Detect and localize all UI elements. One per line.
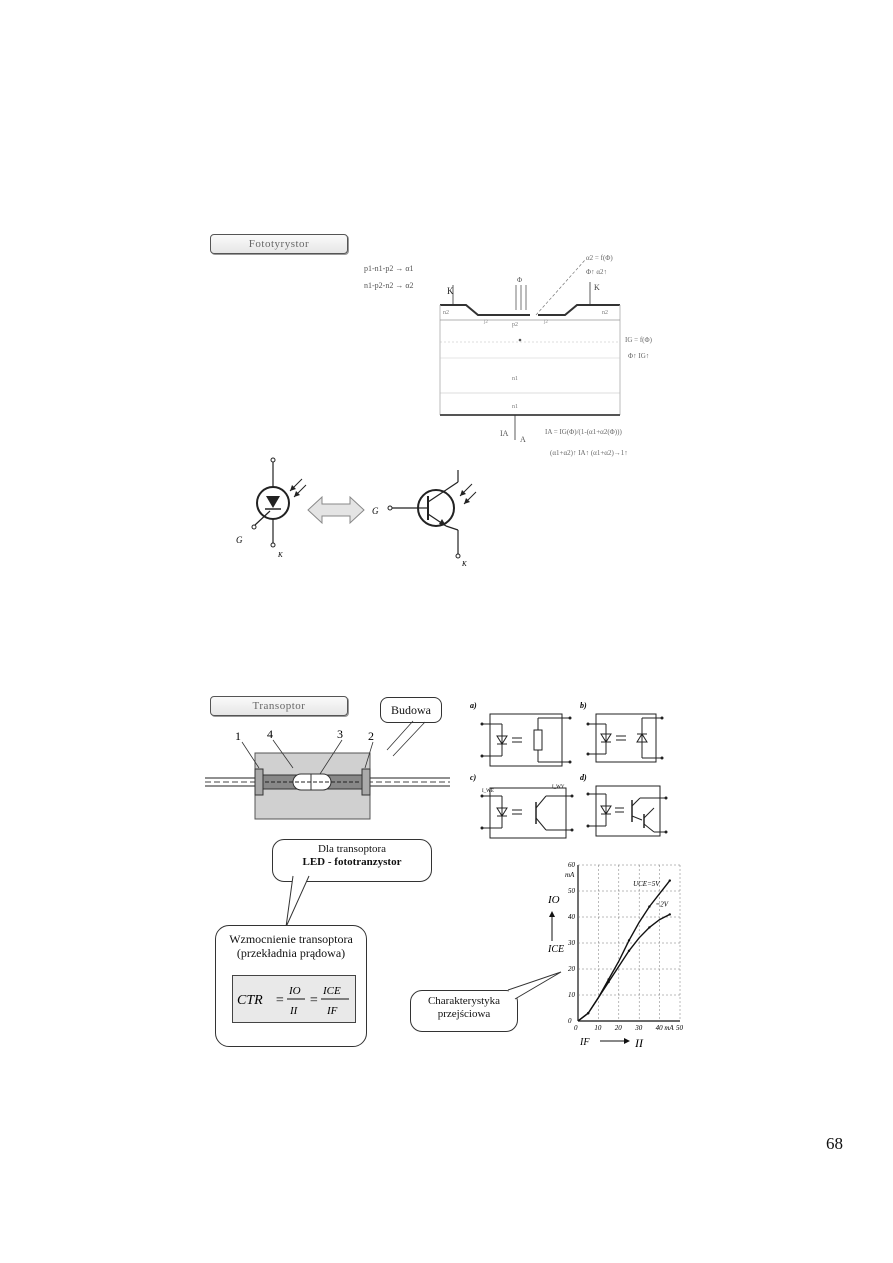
series-1-point-3 (607, 980, 610, 984)
label-phi-up: Φ↑ α2↑ (586, 268, 607, 276)
symbol-g-right: G (372, 506, 379, 516)
y-tick-30: 30 (567, 939, 576, 947)
y-tick-50: 50 (568, 887, 576, 895)
phototransistor-equivalent-symbol: G K (372, 470, 477, 568)
series-0-point-5 (627, 939, 631, 942)
x-tick-40: 40 mA (656, 1024, 675, 1032)
formula-if: IF (326, 1005, 338, 1017)
variant-d-label: d) (580, 773, 587, 782)
x-axis-label-ii: II (634, 1036, 644, 1050)
formula-ii: II (289, 1005, 299, 1017)
transoptor-construction: 1 4 3 2 (205, 720, 450, 820)
x-tick-10: 10 (594, 1024, 602, 1032)
formula-ice: ICE (322, 985, 341, 997)
formula-ctr: CTR (237, 993, 263, 1008)
fototyrystor-structure: n2 p2 n2 n1 n1 j2 j2 K Φ K α2 = f(Φ) Φ↑ … (439, 254, 653, 457)
layer-n1b: n1 (512, 404, 518, 410)
series-1-point-5 (627, 949, 631, 952)
variant-a-label: a) (470, 701, 477, 710)
label-phi: Φ (517, 276, 522, 284)
char-callout-pointer (507, 971, 562, 1000)
series-1-point-7 (648, 926, 651, 929)
led-callout-line2: LED - fototranzystor (302, 856, 402, 868)
chart-grid (577, 864, 681, 1022)
variant-b-label: b) (580, 701, 587, 710)
x-tick-20: 20 (615, 1024, 623, 1032)
variant-c-label: c) (470, 773, 477, 782)
ctr-formula: CTR = IO II = ICE IF (232, 975, 356, 1023)
gain-callout-line1: Wzmocnienie transoptora (229, 932, 353, 946)
junction-right: j2 (543, 320, 548, 325)
layer-p2: p2 (512, 322, 518, 328)
y-unit-label: mA (565, 871, 575, 879)
transoptor-title: Transoptor (210, 696, 348, 716)
layer-n1: n1 (512, 376, 518, 382)
photothyristor-symbol: G K (236, 457, 307, 559)
char-callout-line2: przejściowa (437, 1008, 491, 1020)
y-axis-label-ice: ICE (547, 944, 564, 955)
page-number: 68 (826, 1134, 843, 1153)
label-ig: IG = f(Φ) (625, 336, 653, 344)
y-tick-20: 20 (568, 965, 576, 973)
junction-left: j2 (483, 320, 488, 325)
part-label-2: 2 (368, 729, 374, 743)
formula-io: IO (288, 985, 301, 997)
label-a: A (520, 435, 526, 444)
symbol-g-left: G (236, 535, 243, 545)
series-1-point-1 (587, 1012, 590, 1015)
y-tick-60: 60 (568, 861, 576, 869)
led-phototransistor-callout: Dla transoptora LED - fototranzystor (272, 839, 432, 882)
part-label-3: 3 (337, 727, 343, 741)
series-line-1 (577, 913, 671, 1022)
equivalence-arrow-icon (307, 495, 365, 525)
label-k-right: K (594, 283, 600, 292)
symbol-k-right: K (461, 560, 467, 568)
transoptor-variants: a) b) c) d) I_WE I_WY (470, 701, 668, 839)
budowa-callout: Budowa (380, 697, 442, 723)
x-tick-30: 30 (634, 1024, 643, 1032)
label-eq1: IA = IG(Φ)/(1-(α1+α2(Φ))) (545, 428, 622, 436)
series-1-point-9 (668, 913, 671, 916)
y-axis-label-io: IO (547, 894, 560, 906)
layer-n2-right: n2 (602, 310, 608, 316)
label-ia: IA (500, 429, 509, 438)
layer-n2-left: n2 (443, 310, 449, 316)
label-eq2: (α1+α2)↑ IA↑ (α1+α2)→1↑ (550, 449, 628, 457)
part-label-4: 4 (267, 727, 273, 741)
gain-callout-line2: (przekładnia prądowa) (236, 946, 346, 960)
y-tick-0: 0 (568, 1017, 572, 1025)
symbol-k-left: K (277, 551, 283, 559)
label-phi-ig: Φ↑ IG↑ (628, 352, 649, 360)
x-tick-50: 50 (676, 1024, 684, 1032)
series-label-2v: =2V (656, 901, 669, 909)
x-axis-label-if: IF (579, 1037, 590, 1048)
led-callout-line1: Dla transoptora (317, 843, 387, 855)
formula-eq2: = (309, 993, 318, 1008)
formula-eq1: = (275, 993, 284, 1008)
series-0-point-7 (648, 905, 651, 908)
label-a2-eq: α2 = f(Φ) (586, 254, 613, 262)
chart-series (577, 879, 671, 1022)
char-callout-line1: Charakterystyka (427, 995, 501, 1007)
part-label-1: 1 (235, 729, 241, 743)
characteristic-callout: Charakterystyka przejściowa (410, 990, 518, 1032)
fototyrystor-title: Fototyrystor (210, 234, 348, 254)
label-k-left: K (447, 286, 454, 296)
y-tick-10: 10 (568, 991, 576, 999)
variant-c-input-label: I_WE (482, 789, 494, 794)
series-label-5v: UCE=5V (633, 880, 660, 888)
y-tick-40: 40 (568, 913, 576, 921)
fotot-legend: p1-n1-p2 → α1 n1-p2-n2 → α2 (364, 264, 414, 290)
series-0-point-9 (668, 879, 671, 882)
callout-pointer (285, 875, 310, 928)
x-tick-0: 0 (574, 1024, 578, 1032)
